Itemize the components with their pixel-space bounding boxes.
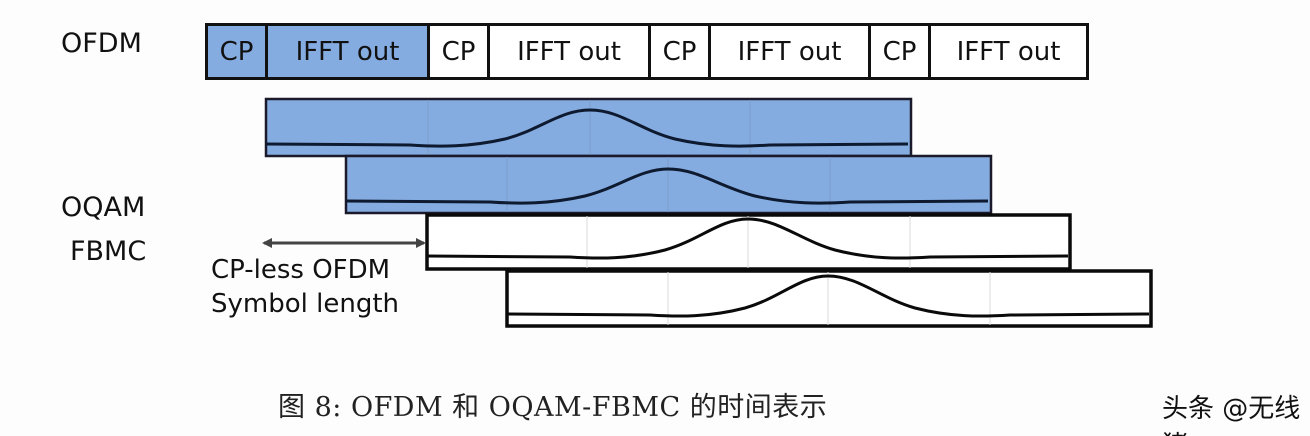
pulse-waveform-3 <box>426 217 1069 260</box>
fbmc-label: FBMC <box>70 236 147 267</box>
ofdm-cp-block-3: CP <box>648 23 708 80</box>
figure-caption: 图 8: OFDM 和 OQAM-FBMC 的时间表示 <box>278 392 828 423</box>
ofdm-ifft-block-3: IFFT out <box>708 23 868 80</box>
fbmc-symbol-3 <box>425 213 1072 271</box>
arrow-label-line2: Symbol length <box>211 289 399 319</box>
pulse-waveform-1 <box>265 108 909 148</box>
watermark: 头条 @无线猪 <box>1162 394 1301 436</box>
ofdm-cp-block-1: CP <box>205 23 265 80</box>
ofdm-cp-block-4: CP <box>868 23 928 80</box>
fbmc-symbol-4 <box>505 269 1153 328</box>
ofdm-ifft-block-1: IFFT out <box>265 23 427 80</box>
oqam-label: OQAM <box>61 192 146 223</box>
ofdm-ifft-block-2: IFFT out <box>487 23 648 80</box>
pulse-waveform-4 <box>506 274 1150 318</box>
ofdm-ifft-block-4: IFFT out <box>928 23 1089 80</box>
arrow-label-line1: CP-less OFDM <box>211 255 391 285</box>
pulse-waveform-2 <box>345 167 989 205</box>
fbmc-symbol-2 <box>344 154 993 215</box>
fbmc-symbol-1 <box>264 97 913 158</box>
ofdm-cp-block-2: CP <box>427 23 487 80</box>
ofdm-label: OFDM <box>61 28 142 59</box>
